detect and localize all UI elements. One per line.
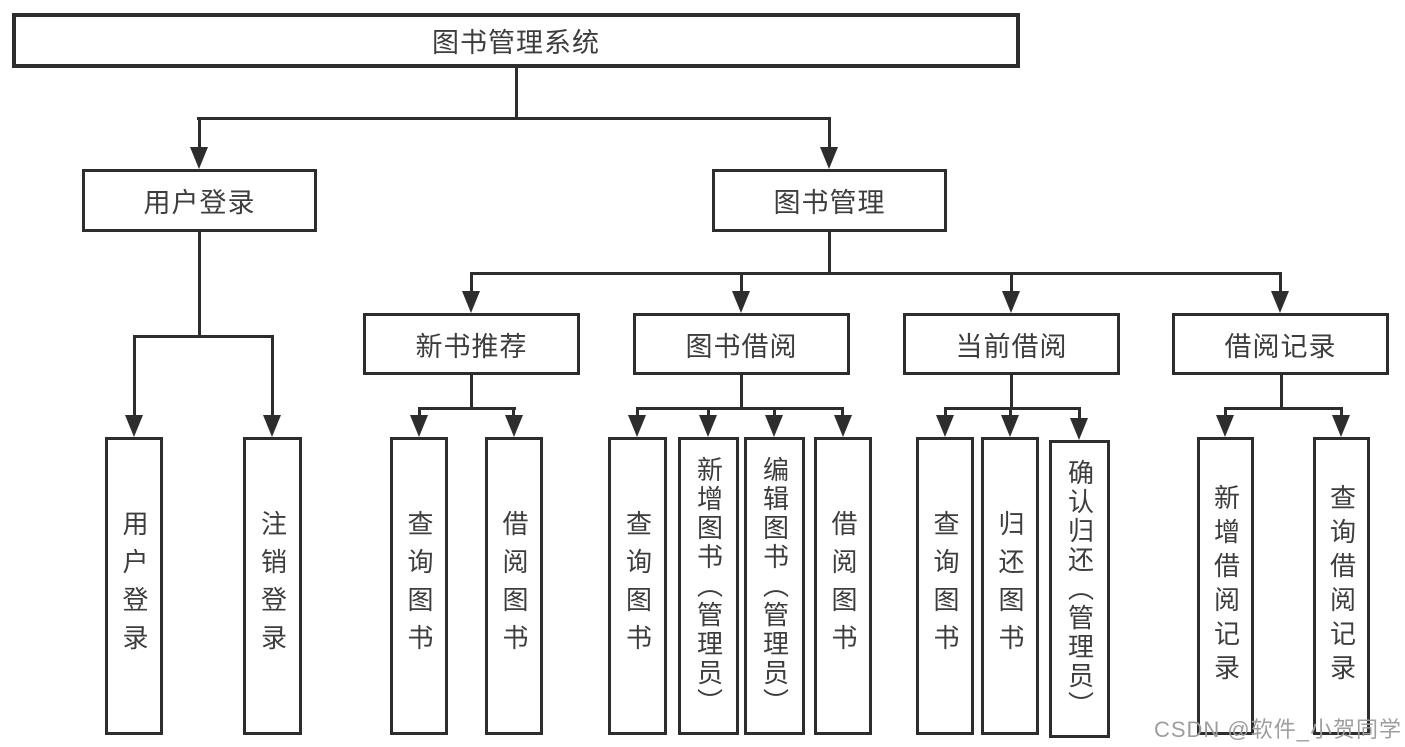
connector-shaft — [1010, 272, 1013, 294]
connector-user-login-drop — [198, 232, 201, 337]
node-label: 当前借阅 — [955, 331, 1068, 362]
node-current-borrowing: 当前借阅 — [903, 313, 1120, 375]
leaf-query-books-current: 查询图书 — [916, 437, 974, 735]
arrowhead-down — [190, 147, 208, 169]
leaf-add-borrow-record: 新增借阅记录 — [1197, 437, 1254, 735]
leaf-label: 用户登录 — [119, 510, 149, 662]
node-book-management: 图书管理 — [712, 169, 947, 232]
leaf-label: 查询借阅记录 — [1326, 484, 1357, 688]
leaf-label: 借阅图书 — [499, 510, 529, 662]
connector-shaft — [1078, 407, 1081, 418]
connector-current-drop — [1010, 375, 1013, 409]
arrowhead-down — [732, 291, 750, 313]
arrowhead-down — [263, 415, 281, 437]
arrowhead-down — [765, 415, 783, 437]
connector-borrowing-drop — [740, 375, 743, 409]
connector-shaft — [707, 407, 710, 418]
leaf-label: 查询图书 — [404, 510, 434, 662]
connector-shaft — [1279, 272, 1282, 294]
arrowhead-down — [1332, 415, 1350, 437]
arrowhead-down — [1271, 291, 1289, 313]
connector-shaft — [1224, 407, 1227, 418]
arrowhead-down — [834, 415, 852, 437]
arrowhead-down — [699, 415, 717, 437]
connector-recommend-rail — [418, 407, 516, 410]
connector-shaft — [512, 407, 515, 418]
leaf-label: 确认归还（管理员） — [1064, 458, 1095, 720]
connector-shaft — [133, 335, 136, 417]
connector-shaft — [740, 272, 743, 294]
leaf-label: 查询图书 — [622, 510, 653, 662]
node-label: 用户登录 — [143, 188, 256, 218]
connector-shaft — [636, 407, 639, 418]
csdn-watermark: CSDN @软件_小贺同学 — [1153, 717, 1402, 742]
leaf-query-borrow-record: 查询借阅记录 — [1313, 437, 1370, 735]
leaf-query-books-borrowing: 查询图书 — [608, 437, 667, 735]
connector-level2-rail — [470, 272, 1281, 275]
leaf-label: 查询图书 — [930, 510, 960, 662]
connector-shaft — [944, 407, 947, 418]
arrowhead-down — [1001, 415, 1019, 437]
connector-book-mgmt-drop — [828, 232, 831, 275]
arrowhead-down — [1216, 415, 1234, 437]
leaf-borrow-books-recommend: 借阅图书 — [485, 437, 543, 735]
arrowhead-down — [936, 415, 954, 437]
connector-shaft — [773, 407, 776, 418]
leaf-label: 注销登录 — [257, 510, 288, 662]
leaf-confirm-return-admin: 确认归还（管理员） — [1049, 440, 1110, 738]
node-library-management-system: 图书管理系统 — [12, 13, 1020, 68]
connector-shaft — [841, 407, 844, 418]
leaf-edit-books-admin: 编辑图书（管理员） — [744, 437, 805, 735]
connector-shaft — [418, 407, 421, 418]
connector-shaft — [271, 335, 274, 417]
arrowhead-down — [410, 415, 428, 437]
connector-borrowing-rail — [636, 407, 844, 410]
connector-root-drop — [515, 68, 518, 119]
arrowhead-down — [628, 415, 646, 437]
connector-records-drop — [1280, 375, 1283, 409]
leaf-label: 编辑图书（管理员） — [759, 455, 790, 717]
arrowhead-down — [1070, 418, 1088, 440]
arrowhead-down — [1002, 291, 1020, 313]
leaf-label: 归还图书 — [995, 510, 1025, 662]
connector-book-mgmt-shaft — [828, 117, 831, 149]
leaf-label: 借阅图书 — [828, 510, 858, 662]
node-label: 借阅记录 — [1224, 331, 1337, 362]
leaf-add-books-admin: 新增图书（管理员） — [678, 437, 739, 735]
node-label: 新书推荐 — [415, 331, 528, 362]
node-label: 图书管理 — [773, 188, 886, 218]
arrowhead-down — [505, 415, 523, 437]
leaf-return-books: 归还图书 — [981, 437, 1039, 735]
node-label: 图书借阅 — [685, 331, 798, 362]
leaf-label: 新增借阅记录 — [1210, 484, 1241, 688]
connector-shaft — [1009, 407, 1012, 418]
leaf-borrow-books: 借阅图书 — [814, 437, 872, 735]
connector-user-login-shaft — [198, 117, 201, 149]
node-user-login: 用户登录 — [82, 169, 317, 232]
node-label: 图书管理系统 — [432, 28, 600, 58]
leaf-query-books-recommend: 查询图书 — [390, 437, 448, 735]
connector-records-rail — [1224, 407, 1342, 410]
leaf-label: 新增图书（管理员） — [693, 455, 724, 717]
arrowhead-down — [820, 147, 838, 169]
connector-current-rail — [944, 407, 1080, 410]
connector-recommend-drop — [470, 375, 473, 409]
arrowhead-down — [125, 415, 143, 437]
connector-shaft — [470, 272, 473, 294]
arrowhead-down — [462, 291, 480, 313]
node-borrowing-records: 借阅记录 — [1172, 313, 1389, 375]
leaf-logout: 注销登录 — [243, 437, 302, 735]
connector-user-login-rail — [133, 335, 274, 338]
connector-shaft — [1340, 407, 1343, 418]
connector-level1-rail — [197, 117, 831, 120]
node-new-book-recommend: 新书推荐 — [363, 313, 580, 375]
leaf-user-login: 用户登录 — [105, 437, 163, 735]
node-book-borrowing: 图书借阅 — [633, 313, 850, 375]
